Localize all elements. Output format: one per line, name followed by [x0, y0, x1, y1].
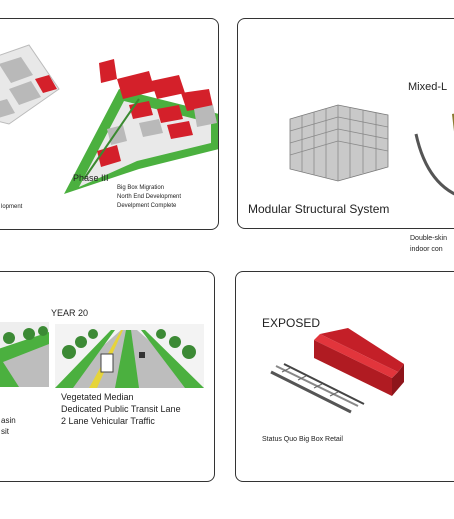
year20-note-1: Vegetated Median: [61, 392, 134, 402]
phase3-cut-left-text: lopment: [1, 204, 23, 210]
double-skin-text-2: indoor con: [410, 246, 443, 253]
structural-panel: Mixed-L Modular Structural System: [237, 18, 454, 229]
structural-drawing: [289, 104, 454, 196]
year20-title: YEAR 20: [51, 308, 89, 318]
double-skin-text-1: Double-skin: [410, 235, 447, 242]
structural-cut-title: Mixed-L: [408, 81, 448, 93]
exposed-drawing: [270, 328, 404, 414]
phase3-note-2: North End Development: [117, 194, 182, 200]
exposed-panel: EXPOSED Status Quo Big Box Retail: [235, 271, 454, 482]
year20-note-2: Dedicated Public Transit Lane: [61, 404, 181, 414]
street-section-renderings: [0, 322, 204, 388]
phase3-panel: Phase III Big Box Migration North End De…: [0, 18, 219, 230]
structural-title: Modular Structural System: [248, 202, 390, 216]
year20-cut-left-1: asin: [1, 416, 16, 425]
exposed-caption: Status Quo Big Box Retail: [262, 436, 343, 443]
year20-cut-left-2: sit: [1, 427, 9, 436]
phase3-note-1: Big Box Migration: [117, 185, 165, 191]
year20-note-3: 2 Lane Vehicular Traffic: [61, 416, 155, 426]
exposed-title: EXPOSED: [262, 316, 321, 330]
phase3-title: Phase III: [73, 173, 109, 183]
year20-panel: YEAR 20 Vegetated Median Dedicated Publi…: [0, 271, 215, 482]
phase3-note-3: Develpment Complete: [117, 203, 177, 209]
phase3-axonometric-map: [0, 44, 218, 194]
